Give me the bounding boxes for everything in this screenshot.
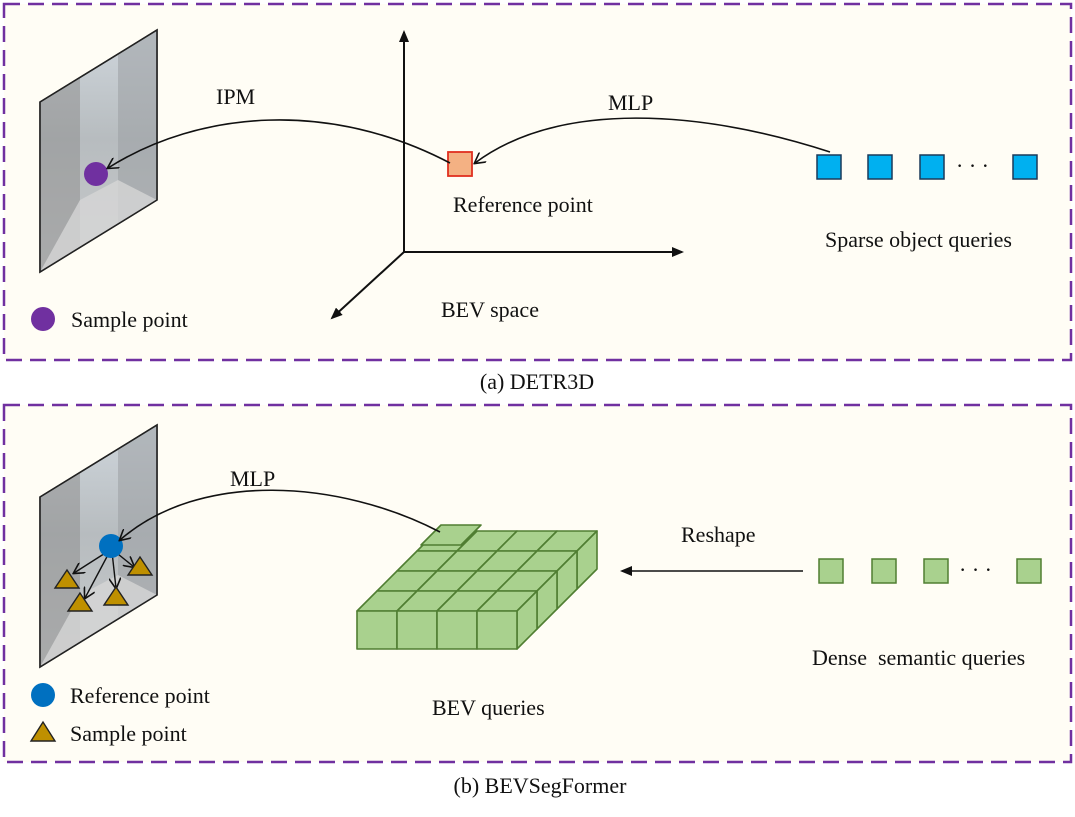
- legend-reference-point-icon: [31, 683, 55, 707]
- sample-point-triangle: [66, 591, 94, 612]
- sparse-query-square: [867, 154, 893, 180]
- sparse-query-square: [816, 154, 842, 180]
- projected-reference-point-b: [99, 534, 123, 558]
- ellipsis-a: · · ·: [956, 153, 989, 178]
- sample-point-triangle: [53, 568, 81, 589]
- caption-a: (a) DETR3D: [480, 369, 594, 394]
- dense-query-square: [871, 558, 897, 584]
- dense-query-square: [923, 558, 949, 584]
- bev-query-cell-front: [436, 610, 478, 650]
- mlp-label-b: MLP: [230, 466, 275, 491]
- sample-point-triangle: [126, 555, 154, 576]
- mlp-arrow-b: [120, 489, 441, 540]
- camera-image-plane-b: [39, 423, 158, 669]
- camera-image-plane-a: [39, 28, 158, 274]
- mlp-label-a: MLP: [608, 90, 653, 115]
- bev-query-cell-front: [396, 610, 438, 650]
- projected-sample-point-a: [84, 162, 108, 186]
- reference-point-square: [447, 151, 473, 177]
- panel-bevsegformer: · · · MLP Reshape Dense semantic queries…: [2, 403, 1073, 764]
- sparse-query-square: [919, 154, 945, 180]
- ipm-arrow: [108, 119, 451, 168]
- legend-sample-point-label-b: Sample point: [70, 721, 187, 746]
- dense-query-square: [1016, 558, 1042, 584]
- dense-semantic-queries: · · ·: [818, 557, 1042, 584]
- legend-reference-point-label: Reference point: [70, 683, 210, 708]
- bev-query-cell-front: [476, 610, 518, 650]
- reference-point-label-a: Reference point: [453, 192, 593, 217]
- legend-sample-point-icon-b: [29, 720, 57, 742]
- caption-b: (b) BEVSegFormer: [454, 773, 628, 798]
- sample-point-triangle: [102, 585, 130, 606]
- bev-queries-label: BEV queries: [432, 695, 545, 720]
- panel-a-border: [2, 2, 1073, 362]
- mlp-arrow-a: [475, 117, 831, 163]
- sparse-object-queries: · · ·: [816, 153, 1038, 180]
- legend-sample-point-label-a: Sample point: [71, 307, 188, 332]
- bev-space-label: BEV space: [441, 297, 539, 322]
- dense-queries-label: Dense semantic queries: [812, 645, 1025, 670]
- reshape-label: Reshape: [681, 522, 756, 547]
- sparse-queries-label: Sparse object queries: [825, 227, 1012, 252]
- panel-detr3d: · · · IPM MLP Reference point Sparse obj…: [2, 2, 1073, 362]
- legend-sample-point-icon-a: [31, 307, 55, 331]
- ellipsis-b: · · ·: [959, 557, 992, 582]
- bev-query-cell-front: [356, 610, 398, 650]
- sparse-query-square: [1012, 154, 1038, 180]
- ipm-label: IPM: [216, 84, 255, 109]
- dense-query-square: [818, 558, 844, 584]
